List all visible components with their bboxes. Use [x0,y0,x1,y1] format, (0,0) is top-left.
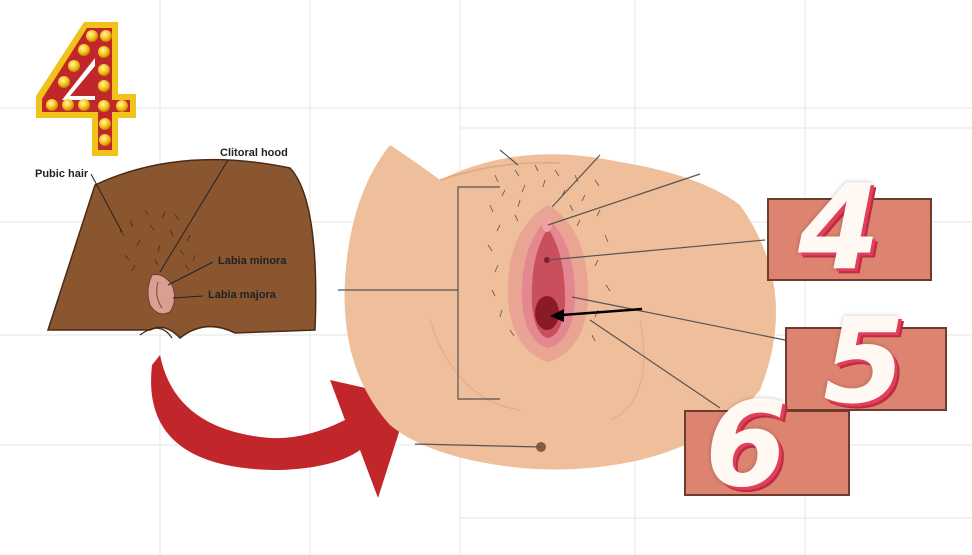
marquee-number-badge [32,18,152,160]
label-labia-minora: Labia minora [218,255,286,267]
small-anatomy-diagram [48,160,316,338]
small-anatomy-body [48,160,316,338]
label-clitoral-hood: Clitoral hood [220,147,288,159]
vaginal-opening [535,296,559,330]
answer-number-5: 5 [823,302,905,420]
label-labia-majora: Labia majora [208,289,276,301]
label-pubic-hair: Pubic hair [35,168,88,180]
answer-number-4: 4 [798,168,880,286]
answer-number-6: 6 [705,385,787,503]
